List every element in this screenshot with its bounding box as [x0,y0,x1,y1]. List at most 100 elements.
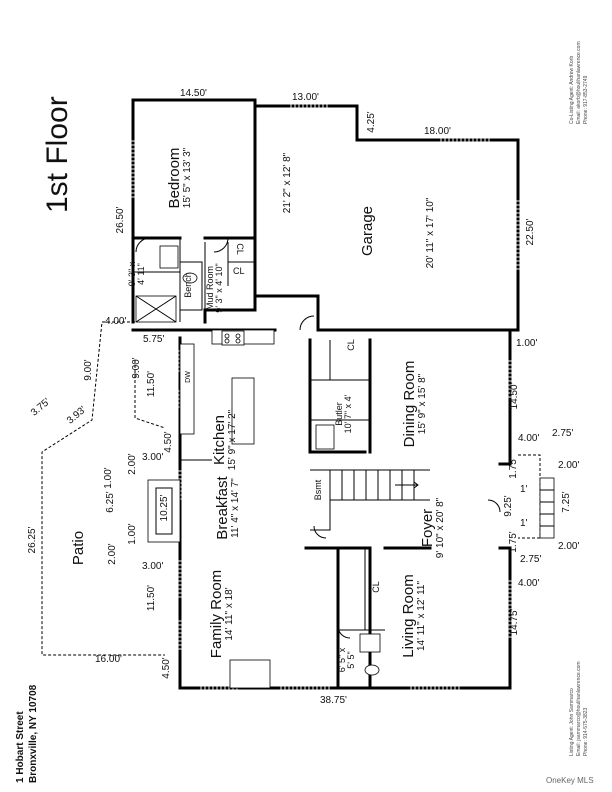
windows-right [508,200,520,640]
patio-step [147,479,181,543]
stair-arrow [395,481,419,489]
watermark: OneKey MLS [546,776,594,785]
interior-wall-kitchen-dining [308,338,372,454]
dim-label: 11.50' [146,370,157,398]
dim-label: 2.00' [107,543,118,565]
dim-label: 18.00' [424,126,451,137]
dim-label: 14.75' [509,608,520,636]
dim-label: 9.25' [503,495,514,517]
address-line1: 1 Hobart Street [15,711,26,783]
interior-wall-stair [310,469,430,531]
exterior-wall-main [178,336,512,690]
room-family: Family Room 14' 11" x 18' [208,569,235,659]
dim-label: 3.00' [142,452,164,463]
room-garage-size-upper: 21' 2" x 12' 8" [282,152,293,214]
address-line2: Bronxville, NY 10708 [27,684,39,783]
bench-label: Bench [183,272,193,298]
dim-label: 4.25' [366,111,377,133]
dim-label: 4.00' [518,578,540,589]
room-butler: Butler 10' 7" x 4' [334,394,354,434]
dim-label: 1.00' [127,523,138,545]
kitchen-island [231,377,255,445]
dim-label: 26.50' [115,206,126,234]
room-bath-lower: 6' 5" x 5' 5" [337,647,357,673]
room-living: Living Room 14' 11" x 12' 11" [400,574,427,658]
interior-wall-bath-lower [338,548,385,631]
mud-bench [179,261,203,311]
dim-label: 9.00' [131,357,142,379]
closet-mudroom: CL [233,266,245,276]
dim-label: 26.25' [27,526,38,554]
dim-label: 13.00' [292,92,319,103]
vanity-lower [359,633,381,653]
dim-label: 9.00' [83,359,94,381]
fireplace [229,659,271,689]
room-breakfast: Breakfast 11' 4" x 14' 7" [214,476,241,540]
toilet-lower [364,664,380,676]
dim-label: 4.50' [163,431,174,453]
stove [221,330,245,346]
room-foyer: Foyer 9' 10" x 20' 8" [419,497,446,559]
patio-outline [41,321,165,656]
room-bedroom: Bedroom 15' 5" x 13' 3" [166,147,193,209]
patio-label: Patio [70,530,87,566]
dim-label: 2.00' [558,541,580,552]
dim-label: 5.75' [143,334,165,345]
dim-label: 14.50' [509,382,520,410]
room-dining: Dining Room 15' 9" x 15' 8" [401,360,428,448]
dim-label: 14.50' [180,88,207,99]
dim-label: 6.25' [105,491,116,513]
dim-label: 1.75' [508,457,519,479]
exterior-wall-main-right [498,328,512,466]
listing-agent: Listing Agent: John Sammarco Email: jsam… [569,661,589,756]
dim-label: 4.50' [161,657,172,679]
stair-treads [341,470,415,500]
patio-step-dashed [134,360,166,429]
door-swings [135,237,501,639]
address-block: 1 Hobart Street Bronxville, NY 10708 [15,673,51,783]
dim-label: 2.00' [558,460,580,471]
toilet-upper [182,272,198,284]
dishwasher-label: DW [185,371,192,383]
closet-living: CL [370,581,381,593]
dim-label: 11.50' [146,584,157,612]
porch-outline [518,454,541,539]
dim-label: 16.00' [95,654,122,665]
dim-label: 7.25' [561,491,572,513]
dim-label: 2.75' [520,554,542,565]
dim-label: 1' [520,518,528,529]
dim-label: 2.00' [127,453,138,475]
dim-label: 10.25' [159,494,170,522]
dim-label: 4.00' [518,433,540,444]
closet-mudroom-upper: CL [234,243,245,255]
butler-sink [315,424,335,450]
basement-label: Bsmt [313,479,323,501]
kitchen-counter-left [179,343,195,435]
patio-step-inner [155,487,173,535]
dim-label: 1' [520,484,528,495]
room-kitchen: Kitchen 15' 9" x 17' 2" [211,409,238,471]
dim-label: 4.00' [105,316,127,327]
dim-label: 1.00' [516,338,538,349]
co-listing-agent: Co-Listing Agent: Andrew Korb Email: ako… [569,41,589,124]
dim-label: 22.50' [525,218,536,246]
interior-wall-butler [310,340,370,421]
room-mud-room: Mud Room 9' 3" x 4' 10" [205,263,225,313]
windows-top [131,104,490,200]
dim-label: 1.75' [508,531,519,553]
room-garage-size-lower: 20' 11" x 17' 10" [425,197,436,269]
interior-wall-bedroom [131,104,257,298]
exterior-wall-upper [131,98,520,332]
shower-x [135,295,177,323]
closet-butler: CL [345,339,356,351]
vanity-upper [159,245,179,269]
porch-step-lines [540,489,554,527]
room-garage: Garage [359,205,376,257]
room-bath-upper: 9' 3" x 4' 11" [127,261,147,287]
dim-label: 3.00' [142,561,164,572]
dim-label: 2.75' [552,428,574,439]
porch-steps [539,477,555,539]
floor-title: 1st Floor [41,96,74,213]
dim-label: 38.75' [320,695,347,706]
